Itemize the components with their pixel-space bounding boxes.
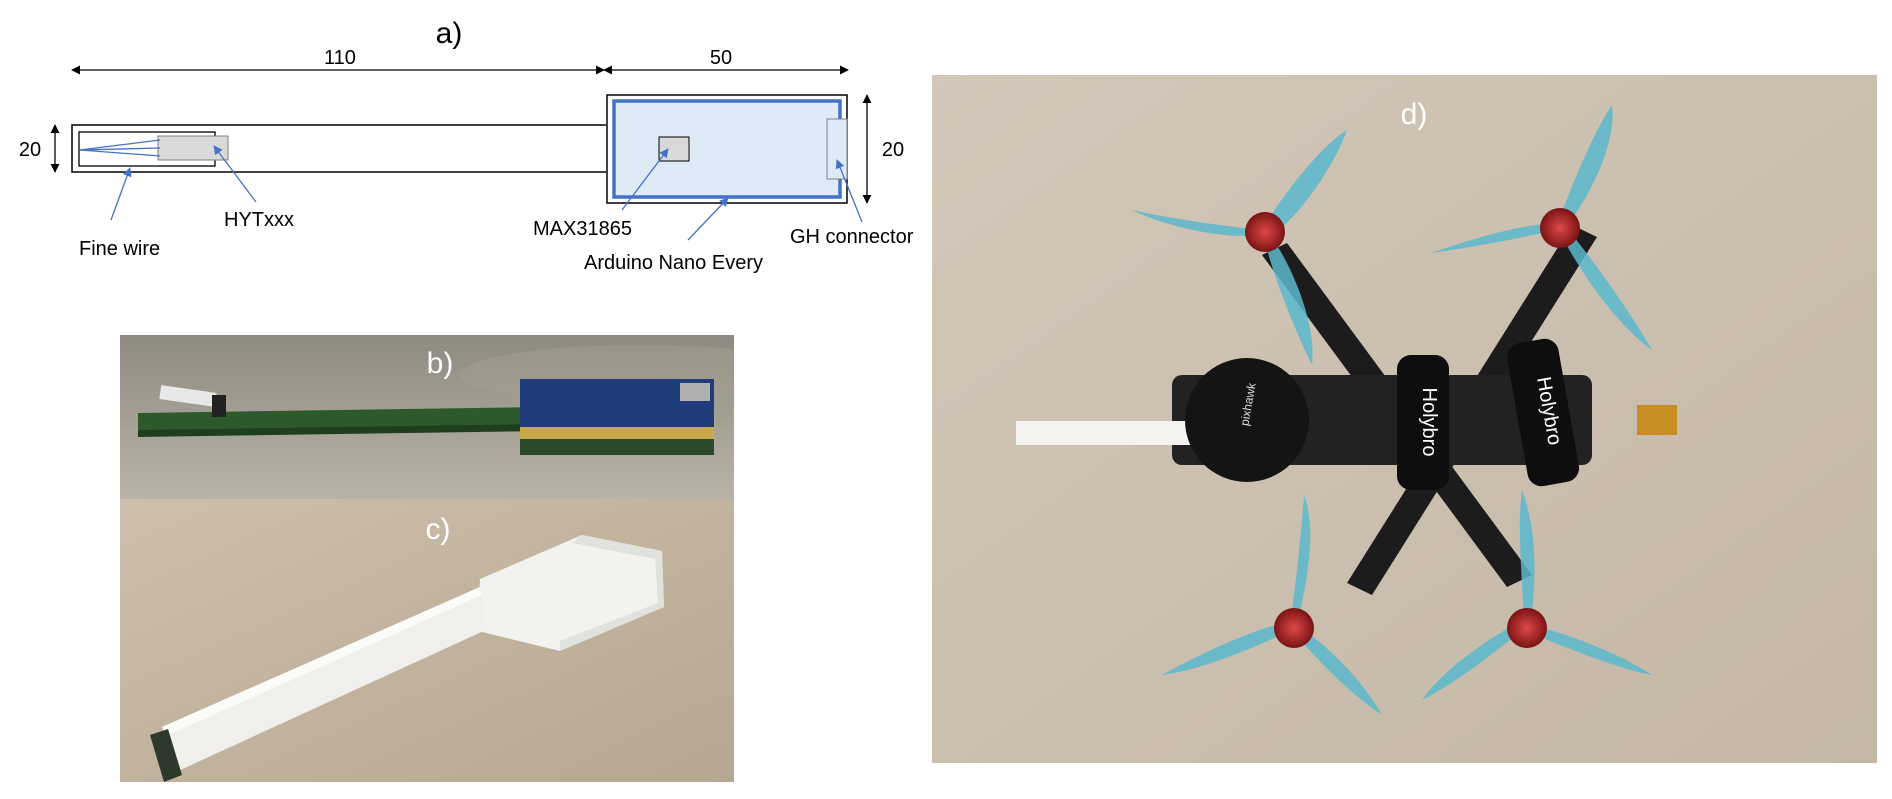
photo-b-pcb: b) — [120, 335, 734, 499]
label-gh-connector: GH connector — [790, 226, 914, 248]
battery-strap-1: Holybro — [1397, 355, 1449, 490]
propeller-top-left — [1132, 130, 1347, 365]
dimension-label-20-right: 20 — [882, 139, 904, 161]
fine-wire-1 — [79, 139, 161, 151]
photo-d-drone: pixhawk Holybro Holybro d) — [932, 75, 1877, 763]
gh-leader — [835, 159, 863, 223]
fine-wire-leader — [110, 167, 132, 221]
panel-label-b: b) — [427, 347, 454, 380]
dimension-label-20-left: 20 — [19, 139, 41, 161]
dimension-label-50: 50 — [710, 47, 732, 69]
probe-outline — [71, 124, 606, 173]
panel-label-d: d) — [1401, 98, 1428, 131]
arduino-board — [612, 99, 842, 199]
strap-brand-1: Holybro — [1418, 388, 1440, 457]
label-hyt: HYTxxx — [224, 209, 294, 231]
max31865-chip — [658, 136, 690, 162]
panel-label-a: a) — [436, 17, 463, 50]
xt60-connector — [1637, 405, 1677, 435]
hyt-leader — [213, 145, 257, 203]
max-leader — [621, 148, 669, 211]
label-max31865: MAX31865 — [533, 218, 632, 240]
battery-strap-2: Holybro — [1507, 338, 1580, 487]
sensor-probe — [1016, 421, 1196, 445]
housing-stick — [162, 587, 488, 771]
gps-module: pixhawk — [1185, 358, 1309, 482]
label-fine-wire: Fine wire — [79, 238, 160, 260]
propeller-bottom-left — [1162, 495, 1382, 715]
gh-connector — [826, 118, 848, 180]
photo-c-housing: c) — [120, 499, 734, 782]
fine-wire-3 — [79, 149, 161, 157]
label-arduino: Arduino Nano Every — [584, 252, 763, 274]
panel-label-c: c) — [426, 513, 451, 546]
hyt-sensor-photo — [159, 385, 217, 407]
schematic-diagram: a) 110 50 20 20 Fine wire HYTxxx MAX3186… — [19, 17, 914, 274]
hyt-sensor — [157, 135, 229, 161]
fine-wire-2 — [79, 147, 161, 151]
propeller-top-right — [1430, 105, 1652, 350]
dimension-label-110: 110 — [324, 47, 356, 69]
propeller-bottom-right — [1422, 490, 1652, 700]
arduino-leader — [687, 197, 729, 241]
